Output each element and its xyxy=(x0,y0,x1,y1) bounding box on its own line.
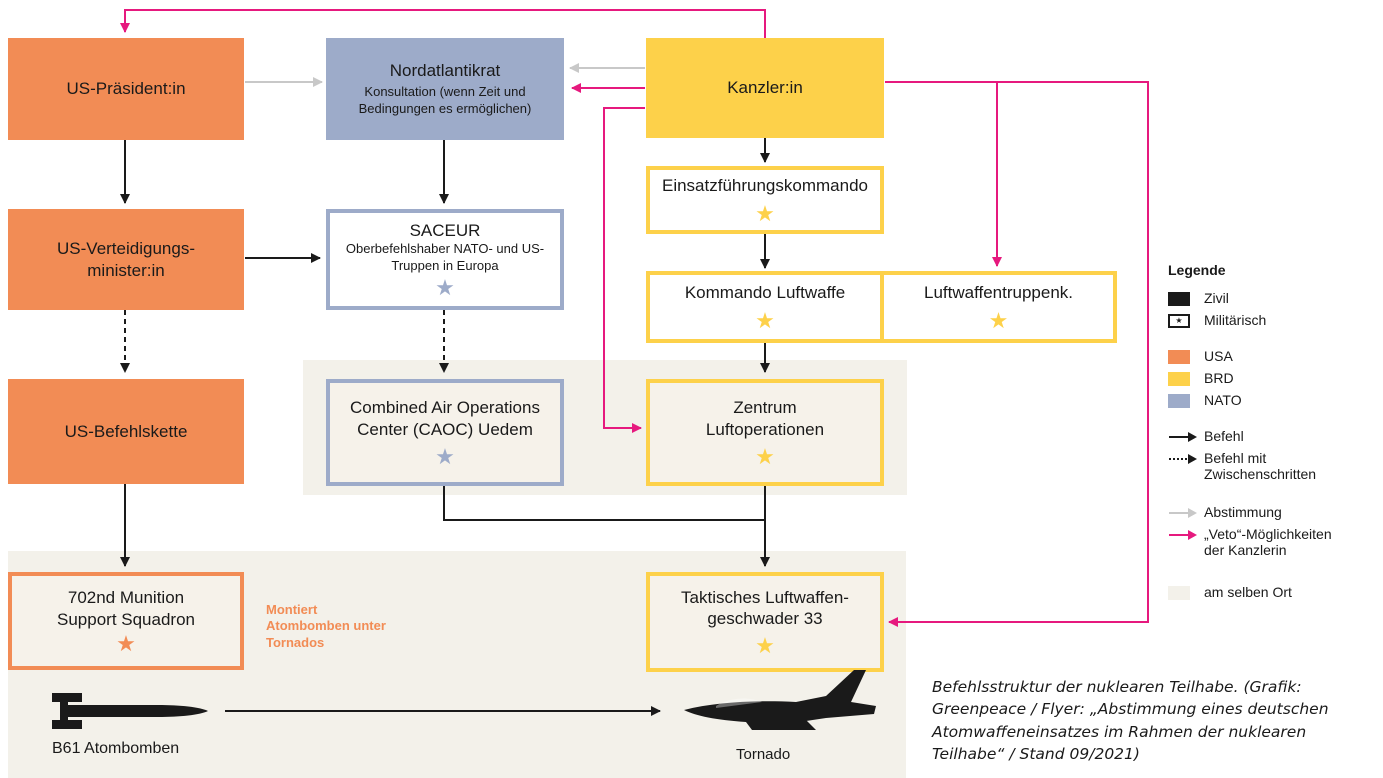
abstimmung-arrow-icon xyxy=(1169,508,1197,518)
box-us-befehlskette: US-Befehlskette xyxy=(8,379,244,484)
box-caoc: Combined Air Operations Center (CAOC) Ue… xyxy=(326,379,564,486)
label-tornado: Tornado xyxy=(736,746,791,763)
box-us-president: US-Präsident:in xyxy=(8,38,244,140)
box-nordatlantikrat: Nordatlantikrat Konsultation (wenn Zeit … xyxy=(326,38,564,140)
box-zentrum-label: Zentrum Luftoperationen xyxy=(705,398,825,439)
military-star-icon: ★ xyxy=(435,443,455,469)
legend-befehl: Befehl xyxy=(1168,428,1378,450)
box-zentrum-luftoperationen: Zentrum Luftoperationen ★ xyxy=(646,379,884,486)
legend-militaerisch: ★ Militärisch xyxy=(1168,312,1378,334)
box-kanzler-label: Kanzler:in xyxy=(727,78,803,98)
note-montiert: Montiert Atombomben unter Tornados xyxy=(266,602,386,650)
military-star-icon: ★ xyxy=(435,275,455,301)
military-star-icon: ★ xyxy=(755,633,775,659)
box-saceur-sub: Oberbefehlshaber NATO- und US-Truppen in… xyxy=(345,241,545,274)
box-taktisches-luftwaffengeschwader: Taktisches Luftwaffen-geschwader 33 ★ xyxy=(646,572,884,672)
box-luftwaffentruppen: Luftwaffentruppenk. ★ xyxy=(880,271,1117,343)
box-kommando-luftwaffe: Kommando Luftwaffe ★ xyxy=(646,271,884,343)
box-kanzler: Kanzler:in xyxy=(646,38,884,138)
box-nordatlantikrat-sub: Konsultation (wenn Zeit und Bedingungen … xyxy=(358,83,532,116)
box-us-verteidigung: US-Verteidigungs-minister:in xyxy=(8,209,244,310)
box-taktisches-label: Taktisches Luftwaffen-geschwader 33 xyxy=(681,587,849,628)
legend-militaerisch-label: Militärisch xyxy=(1204,312,1267,328)
box-us-president-label: US-Präsident:in xyxy=(66,79,186,99)
box-us-befehlskette-label: US-Befehlskette xyxy=(64,421,188,441)
legend-usa-label: USA xyxy=(1204,348,1233,364)
box-nordatlantikrat-title: Nordatlantikrat xyxy=(389,61,501,81)
brd-swatch-icon xyxy=(1168,372,1190,386)
veto-kanzler-to-zentrum xyxy=(603,107,645,433)
legend-brd-label: BRD xyxy=(1204,370,1234,386)
legend: Legende Zivil ★ Militärisch USA BRD NATO… xyxy=(1168,262,1378,606)
legend-zivil-label: Zivil xyxy=(1204,290,1229,306)
box-luftwaffentruppen-label: Luftwaffentruppenk. xyxy=(923,283,1073,303)
legend-veto: „Veto“-Möglichkeiten der Kanzlerin xyxy=(1168,526,1378,570)
tornado-jet-icon xyxy=(684,670,876,730)
box-einsatzfuehrung: Einsatzführungskommando ★ xyxy=(646,166,884,234)
legend-befehl-mit-label: Befehl mit Zwischenschritten xyxy=(1204,450,1317,482)
legend-veto-label: „Veto“-Möglichkeiten der Kanzlerin xyxy=(1204,526,1332,558)
legend-nato: NATO xyxy=(1168,392,1378,414)
box-us-verteidigung-label: US-Verteidigungs-minister:in xyxy=(57,239,195,280)
befehl-dashed-arrow-icon xyxy=(1169,454,1197,464)
box-702nd-munition: 702nd Munition Support Squadron ★ xyxy=(8,572,244,670)
legend-zivil: Zivil xyxy=(1168,290,1378,312)
military-star-icon: ★ xyxy=(755,307,775,333)
figure-caption: Befehlsstruktur der nuklearen Teilhabe. … xyxy=(932,678,1329,764)
box-caoc-label: Combined Air Operations Center (CAOC) Ue… xyxy=(350,398,540,439)
zone-swatch-icon xyxy=(1168,586,1190,600)
nato-swatch-icon xyxy=(1168,394,1190,408)
box-kommando-luftwaffe-label: Kommando Luftwaffe xyxy=(684,283,846,303)
veto-kanzler-to-taktisches xyxy=(885,81,1149,627)
zivil-swatch-icon xyxy=(1168,292,1190,306)
arrow-caoc-to-taktisches xyxy=(443,486,765,521)
usa-swatch-icon xyxy=(1168,350,1190,364)
box-saceur: SACEUR Oberbefehlshaber NATO- und US-Tru… xyxy=(326,209,564,310)
label-b61: B61 Atombomben xyxy=(52,740,180,757)
box-einsatzfuehrung-label: Einsatzführungskommando xyxy=(661,176,868,196)
legend-am-selben-ort-label: am selben Ort xyxy=(1204,584,1292,600)
veto-kanzler-to-president xyxy=(120,9,766,38)
legend-abstimmung: Abstimmung xyxy=(1168,504,1378,526)
military-star-icon: ★ xyxy=(755,443,775,469)
legend-brd: BRD xyxy=(1168,370,1378,392)
legend-abstimmung-label: Abstimmung xyxy=(1204,504,1282,520)
box-702nd-munition-label: 702nd Munition Support Squadron xyxy=(57,588,195,629)
box-saceur-title: SACEUR xyxy=(409,220,481,240)
bomb-icon xyxy=(52,693,208,729)
legend-usa: USA xyxy=(1168,348,1378,370)
legend-befehl-label: Befehl xyxy=(1204,428,1244,444)
legend-title: Legende xyxy=(1168,262,1226,278)
legend-am-selben-ort: am selben Ort xyxy=(1168,584,1378,606)
military-star-icon: ★ xyxy=(755,200,775,226)
befehl-arrow-icon xyxy=(1169,432,1197,442)
military-star-icon: ★ xyxy=(988,307,1009,333)
military-star-icon: ★ xyxy=(116,630,136,656)
legend-befehl-mit: Befehl mit Zwischenschritten xyxy=(1168,450,1378,490)
legend-nato-label: NATO xyxy=(1204,392,1242,408)
military-star-icon: ★ xyxy=(1168,314,1190,328)
veto-kanzler-to-lwtruppen xyxy=(885,81,1002,267)
veto-arrow-icon xyxy=(1169,530,1197,540)
